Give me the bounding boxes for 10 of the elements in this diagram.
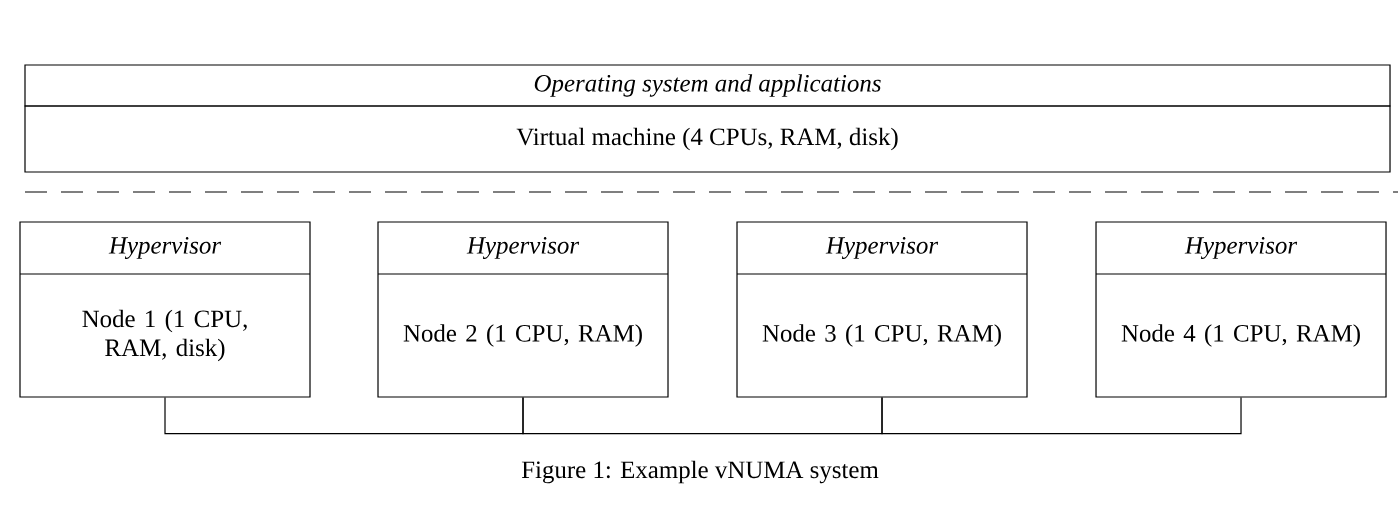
node-box: Hypervisor Node 2 (1 CPU, RAM) bbox=[377, 221, 669, 398]
layer-box: Virtual machine (4 CPUs, RAM, disk) bbox=[24, 105, 1391, 173]
caption: Figure 1: Example vNUMA system bbox=[521, 460, 879, 484]
layer-box: Operating system and applications bbox=[24, 64, 1391, 107]
node-box: Hypervisor Node 3 (1 CPU, RAM) bbox=[736, 221, 1028, 398]
bus-line bbox=[522, 397, 883, 435]
bus-line bbox=[881, 397, 1242, 435]
node-box: Hypervisor Node 4 (1 CPU, RAM) bbox=[1095, 221, 1387, 398]
bus-line bbox=[164, 397, 524, 435]
node-box: Hypervisor Node 1 (1 CPU, RAM, disk) bbox=[19, 221, 311, 398]
